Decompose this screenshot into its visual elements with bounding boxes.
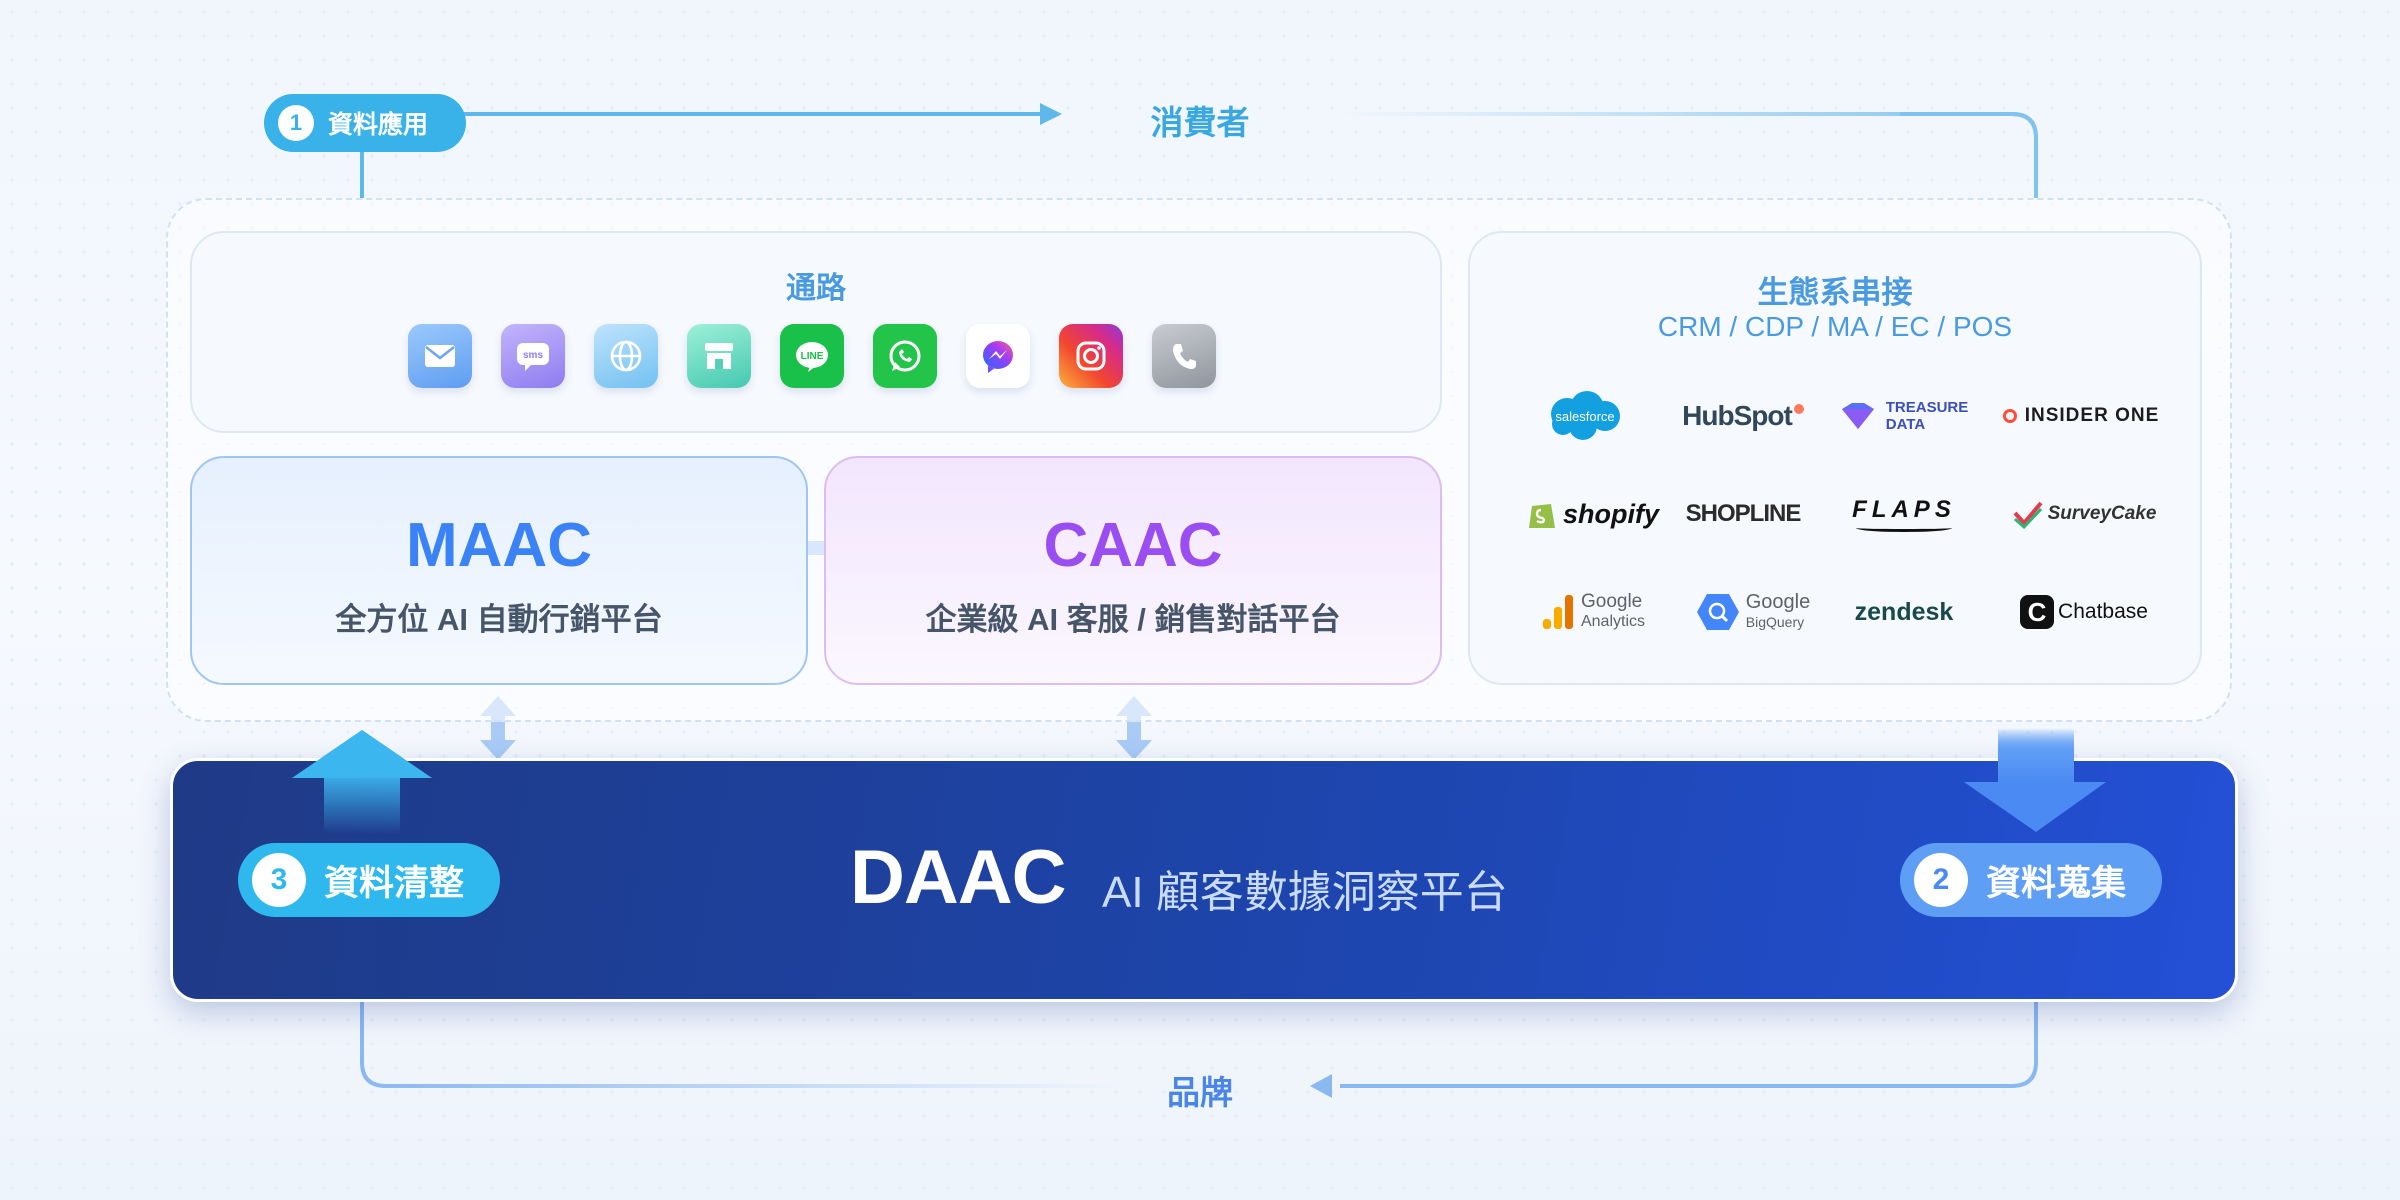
step2-pill[interactable]: 2 資料蒐集 bbox=[1900, 843, 2162, 917]
sms-text: sms bbox=[523, 350, 543, 361]
messenger-icon bbox=[966, 324, 1030, 388]
zendesk-text: zendesk bbox=[1854, 597, 1954, 626]
maac-description: 全方位 AI 自動行銷平台 bbox=[335, 602, 663, 637]
zendesk-logo: zendesk bbox=[1824, 582, 1984, 642]
shopify-logo: shopify bbox=[1505, 484, 1681, 544]
flaps-text: FLAPS bbox=[1852, 496, 1956, 523]
caac-title: CAAC bbox=[1043, 511, 1223, 580]
surveycake-text: SurveyCake bbox=[2047, 503, 2157, 524]
ecosystem-title: 生態系串接 bbox=[1757, 275, 1913, 310]
ecosystem-card: 生態系串接 CRM / CDP / MA / EC / POS bbox=[1468, 231, 2202, 685]
insider-one-text: INSIDER ONE bbox=[2024, 405, 2160, 426]
google-bigquery-text-1: Google bbox=[1745, 591, 1811, 613]
surveycake-check-icon bbox=[2013, 501, 2043, 529]
step3-pill[interactable]: 3 資料清整 bbox=[238, 843, 500, 917]
line-icon: LINE bbox=[780, 324, 844, 388]
sms-icon: sms bbox=[501, 324, 565, 388]
step2-number: 2 bbox=[1914, 853, 1968, 907]
hubspot-logo: HubSpot bbox=[1663, 386, 1823, 446]
chatbase-icon: C bbox=[2020, 595, 2055, 629]
store-icon bbox=[687, 324, 751, 388]
bigquery-hex-icon bbox=[1696, 594, 1739, 630]
phone-icon bbox=[1152, 324, 1216, 388]
salesforce-logo: salesforce bbox=[1505, 386, 1665, 446]
hubspot-text: HubSpot bbox=[1682, 400, 1793, 431]
shopify-text: shopify bbox=[1562, 498, 1659, 529]
google-analytics-text-2: Analytics bbox=[1580, 613, 1646, 630]
treasure-data-logo: TREASURE DATA bbox=[1818, 386, 1988, 446]
caac-description: 企業級 AI 客服 / 銷售對話平台 bbox=[925, 602, 1341, 637]
step1-label: 資料應用 bbox=[328, 111, 429, 139]
daac-platform-bar[interactable] bbox=[170, 758, 2238, 1002]
google-analytics-text-1: Google bbox=[1580, 591, 1643, 612]
top-right-line bbox=[1340, 112, 2038, 198]
whatsapp-icon bbox=[873, 324, 937, 388]
channels-title: 通路 bbox=[786, 272, 846, 305]
daac-description: AI 顧客數據洞察平台 bbox=[1102, 868, 1508, 917]
consumer-label: 消費者 bbox=[1150, 104, 1250, 141]
step2-label: 資料蒐集 bbox=[1986, 863, 2127, 903]
shopify-bag-icon bbox=[1528, 504, 1555, 528]
step3-label: 資料清整 bbox=[324, 863, 465, 903]
surveycake-logo: SurveyCake bbox=[1996, 484, 2172, 544]
treasure-data-gem-icon bbox=[1841, 403, 1874, 429]
chatbase-logo: C Chatbase bbox=[1996, 582, 2172, 642]
caac-card[interactable]: CAAC 企業級 AI 客服 / 銷售對話平台 bbox=[824, 456, 1442, 685]
daac-title: DAAC bbox=[850, 835, 1067, 920]
google-bigquery-logo: Google BigQuery bbox=[1665, 582, 1841, 642]
hubspot-sprocket-icon bbox=[1793, 404, 1804, 414]
treasure-data-text-2: DATA bbox=[1885, 416, 1926, 433]
top-arrow-head bbox=[1040, 103, 1062, 125]
bottom-left-line bbox=[360, 1002, 1120, 1088]
insider-one-icon bbox=[2002, 409, 2017, 423]
shopline-logo: SHOPLINE bbox=[1663, 484, 1823, 544]
salesforce-text: salesforce bbox=[1555, 409, 1614, 424]
web-icon bbox=[594, 324, 658, 388]
line-text: LINE bbox=[801, 351, 824, 362]
flaps-swoosh-icon bbox=[1855, 524, 1952, 532]
step1-pill[interactable]: 1 資料應用 bbox=[264, 94, 466, 152]
google-analytics-logo: Google Analytics bbox=[1505, 582, 1681, 642]
flaps-logo: FLAPS bbox=[1824, 484, 1984, 544]
email-icon bbox=[408, 324, 472, 388]
google-bigquery-text-2: BigQuery bbox=[1745, 614, 1805, 630]
google-analytics-bars-icon bbox=[1542, 595, 1573, 629]
brand-label: 品牌 bbox=[1167, 1074, 1233, 1111]
bottom-right-line bbox=[1340, 1002, 2038, 1088]
chatbase-text: Chatbase bbox=[2058, 600, 2148, 623]
treasure-data-text-1: TREASURE bbox=[1885, 399, 1969, 416]
step1-number: 1 bbox=[278, 105, 314, 141]
bottom-arrow-head bbox=[1310, 1074, 1332, 1098]
maac-title: MAAC bbox=[406, 511, 592, 580]
shopline-text: SHOPLINE bbox=[1685, 500, 1802, 527]
instagram-icon bbox=[1059, 324, 1123, 388]
ecosystem-subtitle: CRM / CDP / MA / EC / POS bbox=[1657, 311, 2013, 342]
maac-card[interactable]: MAAC 全方位 AI 自動行銷平台 bbox=[190, 456, 808, 685]
insider-one-logo: INSIDER ONE bbox=[1996, 386, 2166, 446]
step3-number: 3 bbox=[252, 853, 306, 907]
